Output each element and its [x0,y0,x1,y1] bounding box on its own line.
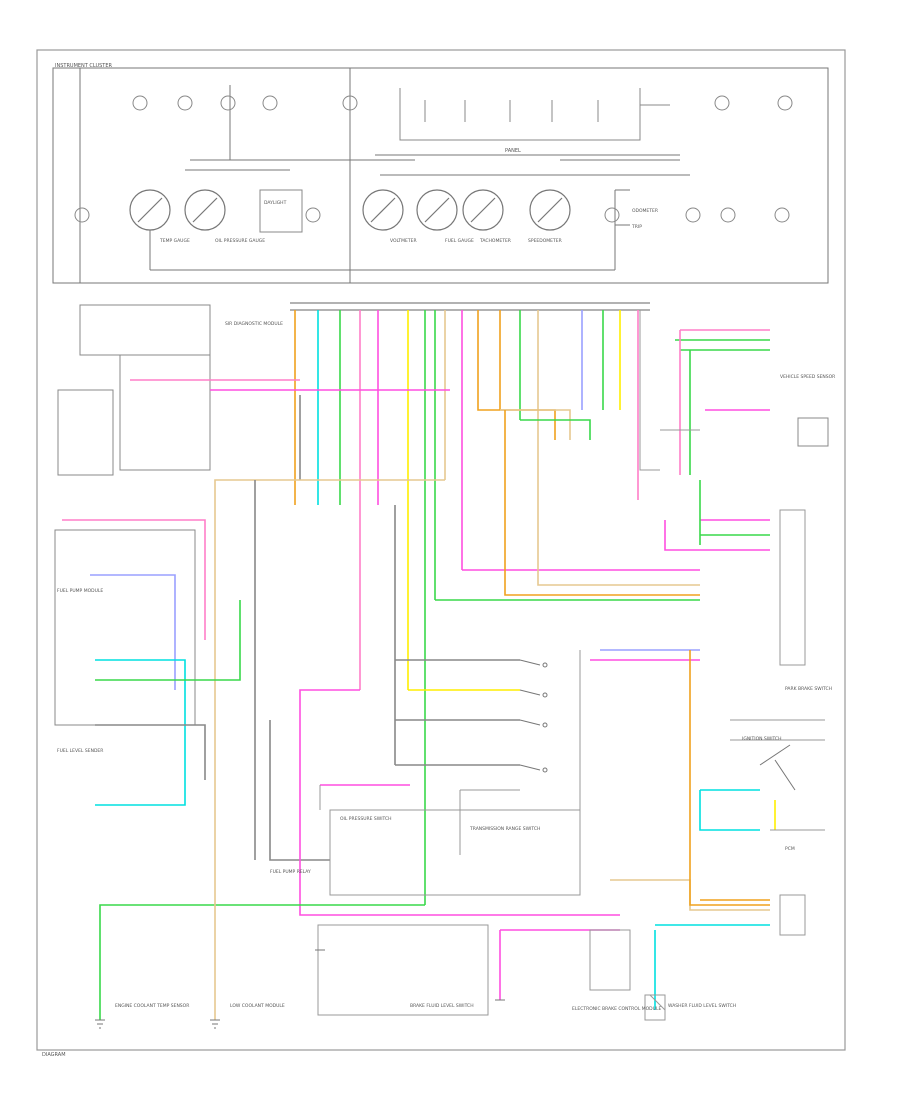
fuel-module-label: FUEL PUMP MODULE [57,588,103,594]
gauge-label: OIL PRESSURE GAUGE [215,238,265,244]
cluster-title: INSTRUMENT CLUSTER [55,63,113,69]
component-labels: FUEL PUMP MODULE FUEL LEVEL SENDER FUEL … [42,374,835,1058]
gauge-fuel [416,189,458,231]
connector-wires [294,310,639,905]
ground-symbols [95,949,505,1029]
brake-fluid-switch-label: BRAKE FLUID LEVEL SWITCH [410,1003,474,1009]
panel-dimmer-box [399,88,670,141]
vss-box [797,417,829,447]
trans-switch-label: TRANSMISSION RANGE SWITCH [469,826,540,832]
diagram-border [36,49,846,1051]
connector-row [290,302,650,311]
oil-pressure-switch-label: OIL PRESSURE SWITCH [340,816,392,822]
gray-wires [317,310,825,1021]
gauge-label: TEMP GAUGE [159,238,190,244]
ignition-label: IGNITION SWITCH [742,736,782,742]
park-brake-switch [759,744,796,791]
horizontal-wires [62,329,776,1020]
pcm-label: PCM [785,846,795,852]
instrument-cluster [52,67,829,284]
daylight-label: DAYLIGHT [264,200,287,206]
gauge-label: SPEEDOMETER [528,238,562,244]
gauge-temp [129,189,171,231]
low-coolant-label: LOW COOLANT MODULE [230,1003,285,1009]
fuel-pump-relay-label: FUEL PUMP RELAY [270,869,311,875]
gauge-label: VOLTMETER [390,238,417,244]
ecm-label: ELECTRONIC BRAKE CONTROL MODULE [572,1006,661,1012]
footer-label: DIAGRAM [42,1052,66,1058]
ignition-switch [519,659,548,773]
sir-module [54,304,211,726]
odometer-label: ODOMETER [632,208,658,214]
fuel-sender-label: FUEL LEVEL SENDER [57,748,103,754]
gauge-label: FUEL GAUGE [445,238,474,244]
gauge-tachometer [462,189,504,231]
gauge-label: TACHOMETER [479,238,511,244]
gauge-speedometer [529,189,571,231]
trip-label: TRIP [631,224,642,230]
sir-label: SIR DIAGNOSTIC MODULE [225,321,283,327]
panel-label: PANEL [505,148,521,154]
engine-coolant-label: ENGINE COOLANT TEMP SENSOR [115,1003,189,1009]
vss-label: VEHICLE SPEED SENSOR [780,374,835,380]
gauge-oil-pressure [184,189,226,231]
washer-label: WASHER FLUID LEVEL SWITCH [668,1003,736,1009]
gauge-voltmeter [362,189,404,231]
bulb-row-top [74,95,793,223]
park-brake-label: PARK BRAKE SWITCH [785,686,832,692]
daylight-box [259,189,303,233]
